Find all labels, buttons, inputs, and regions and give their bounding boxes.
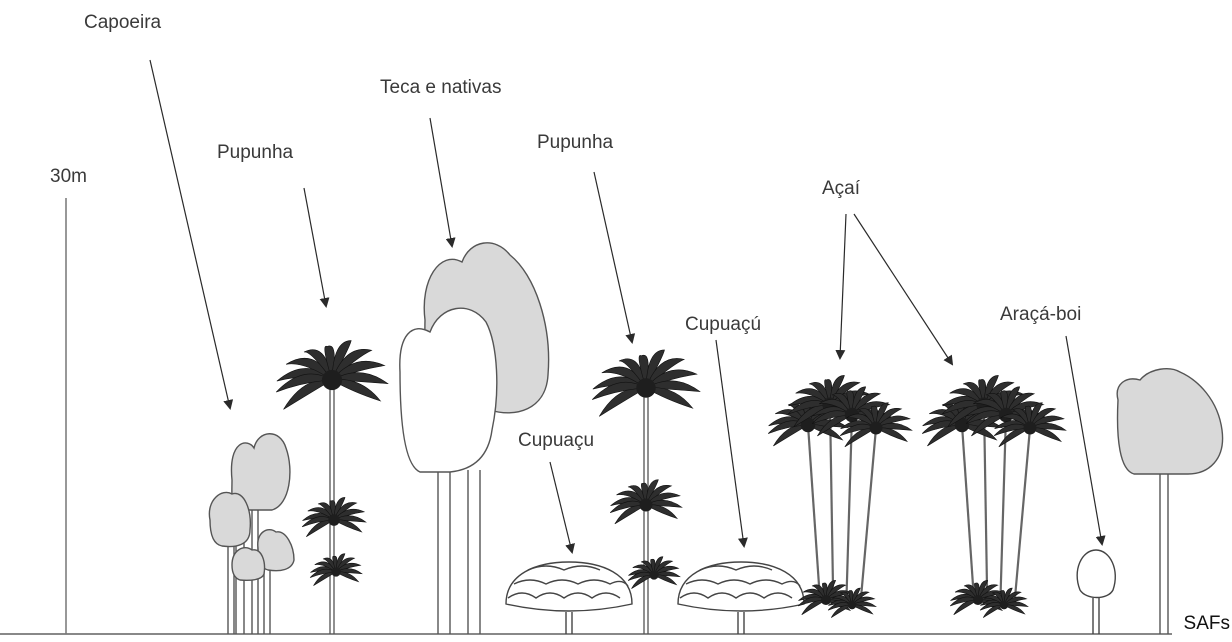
label-pupunha-1: Pupunha [217,143,293,162]
arrow-pupunha-1 [304,188,326,306]
right-edge-tree [1117,369,1222,634]
arrow-araca-boi [1066,336,1102,544]
label-arrows [150,60,1102,552]
arrow-cupuacu-1 [550,462,572,552]
araca-boi-tree [1077,550,1115,634]
label-cupuacu-2: Cupuaçú [685,315,761,334]
label-corner: SAFs [1172,606,1232,637]
palm-group [276,341,1066,634]
arrow-acai-2 [854,214,952,364]
pupunha-palm-1 [276,341,388,634]
label-araca-boi: Araçá-boi [1000,305,1081,324]
label-pupunha-2: Pupunha [537,133,613,152]
label-cupuacu-1: Cupuaçu [518,431,594,450]
arrow-acai-1 [840,214,846,358]
cupuacu-tree-2 [678,562,804,634]
arrow-capoeira [150,60,230,408]
arrow-cupuacu-2 [716,340,744,546]
capoeira-trees [209,434,294,634]
label-acai: Açaí [822,179,860,198]
arrow-teca [430,118,452,246]
label-capoeira: Capoeira [84,13,161,32]
label-scale-30m: 30m [50,167,87,186]
acai-clump-2 [922,375,1066,617]
arrow-pupunha-2 [594,172,632,342]
cupuacu-tree-1 [506,562,632,634]
label-teca-e-nativas: Teca e nativas [380,78,501,97]
